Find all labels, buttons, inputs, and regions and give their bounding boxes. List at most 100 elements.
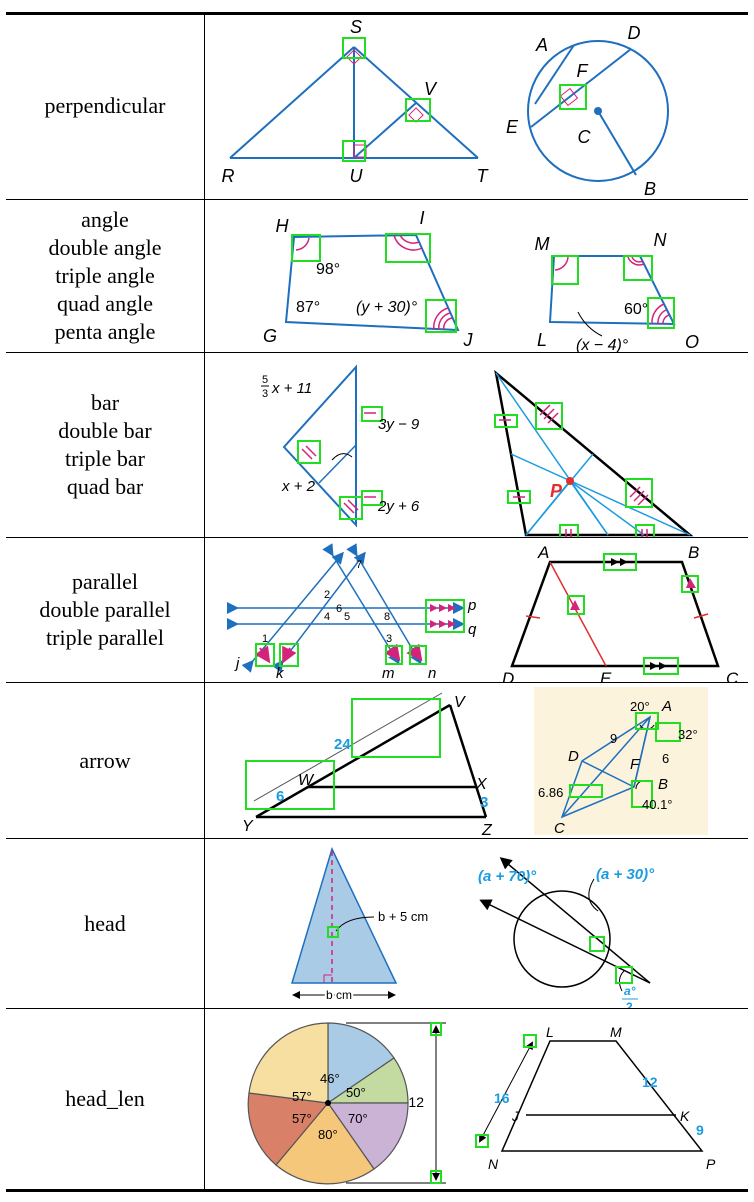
point-label-j: J [511,1108,520,1124]
slice-label-57a: 57° [292,1089,312,1104]
length-dimension [479,1041,533,1143]
bar-tick [347,499,359,511]
isosceles-triangle [290,846,398,984]
annotation-box [409,645,427,665]
annotation-box [339,496,363,520]
slice-label-70: 70° [348,1111,368,1126]
annotation-box [623,255,653,281]
annotation-box [507,490,531,504]
annotation-box [569,784,603,798]
angle-arc [662,314,670,325]
angle-number-7: 7 [356,559,362,571]
point-label-n: N [488,1156,499,1172]
trapezoid-lmpn [500,1040,704,1152]
annotation-box [245,760,335,810]
point-label-g: G [263,326,277,346]
table-bottom-border [6,1189,748,1192]
slice-label-46: 46° [320,1071,340,1086]
annotation-box [625,478,653,508]
annotation-box [643,657,679,675]
point-label-e: E [600,669,612,682]
trapezoid-abcd [510,560,720,668]
height-expression: b + 5 cm [378,909,428,924]
point-label-d: D [628,23,641,43]
point-label-r: R [222,166,235,186]
point-label-x: X [475,776,488,793]
diameter-label-12: 12 [408,1094,424,1110]
annotation-box [385,233,431,263]
table-top-border [6,12,748,15]
point-label-h: H [276,216,290,236]
point-label-z: Z [481,822,493,838]
congruence-pointer [331,453,353,461]
row-label-perpendicular: perpendicular [44,92,166,118]
point-label-k: K [680,1108,690,1124]
length-label-6: 6 [276,788,284,805]
head-diagrams: b + 5 cm b cm (a + 70)° (a + 30)° a° 2 [206,839,748,1008]
point-label-s: S [350,17,362,37]
line-label-m: m [382,665,395,682]
angle-pointer [577,311,603,337]
annotation-box [361,406,383,422]
length-label-9: 9 [610,731,617,746]
median-lines [495,372,691,536]
length-label-9: 9 [696,1122,704,1138]
angle-arc [438,312,451,331]
angle-expression-a-plus-70: (a + 70)° [478,868,537,885]
angle-expression-a-plus-30: (a + 30)° [596,866,655,883]
point-label-i: I [419,208,424,228]
angle-label-40-1: 40.1° [642,797,673,812]
row-divider [6,838,748,839]
triangle-vyz [255,703,488,819]
line-label-q: q [468,621,477,638]
angle-expression-x: (x − 4)° [576,337,629,352]
angle-arc [393,234,423,251]
annotation-box [351,698,441,758]
bar-tick [693,613,709,619]
angle-arc [631,256,644,263]
bar-diagrams: 5 3 x + 11 3y − 9 x + 2 2y + 6 [206,353,748,537]
head-len-diagrams: 46° 57° 50° 57° 70° 80° 12 L M 12 16 J K… [206,1009,748,1189]
pie-center [325,1100,331,1106]
point-label-m: M [535,234,550,254]
dimension-line [253,692,443,802]
point-label-v: V [424,79,438,99]
annotation-box [475,1134,489,1148]
annotation-box [291,234,321,262]
parallel-arrow-heads [611,558,667,670]
secant-line [479,899,651,984]
row-divider [6,682,748,683]
median-line [318,444,357,484]
bar-tick [305,445,317,457]
annotation-box [342,37,366,59]
angle-diagrams: H I G J 98° 87° (y + 30)° M N L O 60° (x… [206,200,748,352]
point-label-t: T [477,166,490,186]
circle-secants [513,890,611,988]
row-label-head: head [84,910,126,936]
annotation-box [405,98,431,122]
annotation-box [567,595,585,615]
right-angle-mark [408,107,424,123]
slice-label-57b: 57° [292,1111,312,1126]
angle-arc [433,307,449,331]
expression-2y-plus-6: 2y + 6 [377,498,420,515]
angle-arc [399,234,420,244]
annotation-box [631,780,653,808]
pink-arrow [686,578,696,588]
annotation-box [385,645,403,665]
point-label-c: C [554,820,565,837]
pink-arrow [570,600,580,610]
length-label-6: 6 [662,751,669,766]
point-label-d: D [502,669,514,682]
angle-number-2: 2 [324,589,330,601]
bar-tick [301,448,313,460]
column-divider [204,12,205,1192]
pie-chart [247,1022,409,1185]
row-label-arrow: arrow [79,747,131,773]
right-angle-mark [559,87,579,107]
angle-value-98: 98° [316,261,340,278]
point-label-f: F [577,61,589,81]
